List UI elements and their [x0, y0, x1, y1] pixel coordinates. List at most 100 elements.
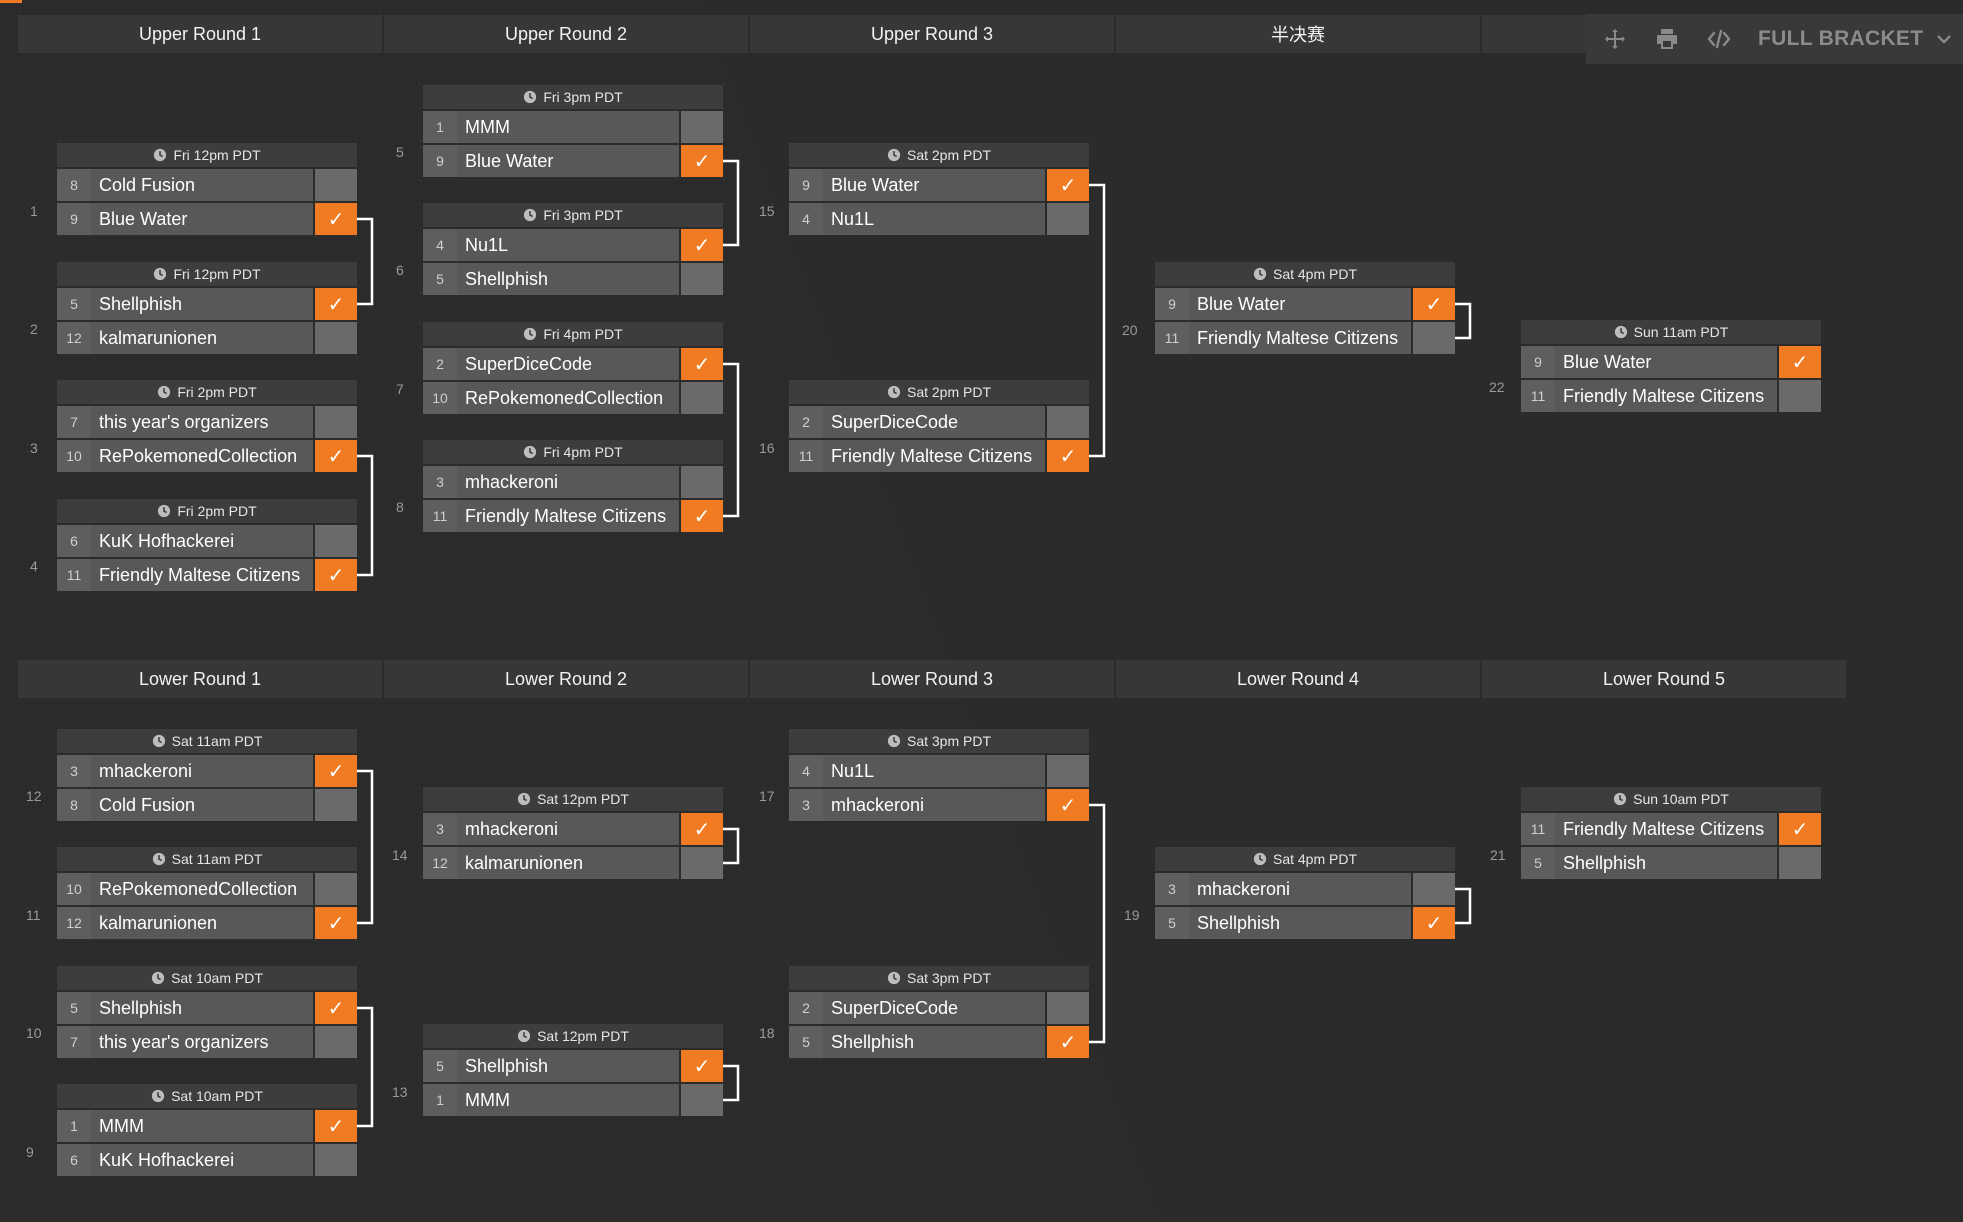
match-time-label: Sat 3pm PDT — [906, 733, 992, 749]
match-time-label: Sat 10am PDT — [171, 970, 263, 986]
team-name: RePokemonedCollection — [91, 440, 313, 472]
move-icon[interactable] — [1602, 26, 1628, 52]
clock-icon — [152, 734, 165, 748]
match-time-label: Fri 3pm PDT — [543, 207, 623, 223]
team-name: mhackeroni — [91, 755, 313, 787]
team-name: RePokemonedCollection — [91, 873, 313, 905]
team-seed: 11 — [423, 500, 457, 532]
winner-check-icon: ✓ — [681, 348, 723, 380]
clock-icon — [1253, 267, 1267, 281]
match-time-label: Sat 12pm PDT — [537, 1028, 629, 1044]
match-number: 9 — [26, 1144, 34, 1160]
match-time: Sat 12pm PDT — [423, 787, 723, 813]
match-time-label: Sat 11am PDT — [171, 851, 263, 867]
team-seed: 9 — [1155, 288, 1189, 320]
header-lower-round-1: Lower Round 1 — [18, 660, 382, 698]
match-time-label: Sat 2pm PDT — [906, 384, 992, 400]
match-number: 16 — [759, 440, 775, 456]
team-name: KuK Hofhackerei — [91, 1144, 313, 1176]
team-name: Shellphish — [91, 288, 313, 320]
match-number: 13 — [392, 1084, 408, 1100]
bracket-view-select[interactable]: FULL BRACKET — [1758, 27, 1953, 51]
match-number: 3 — [30, 440, 38, 456]
winner-check-icon: ✓ — [1047, 1026, 1089, 1058]
match-time-label: Fri 4pm PDT — [543, 444, 623, 460]
score-box — [681, 263, 723, 295]
header-lower-round-4: Lower Round 4 — [1116, 660, 1480, 698]
score-box — [681, 111, 723, 143]
team-name: mhackeroni — [823, 789, 1045, 821]
code-icon[interactable] — [1706, 26, 1732, 52]
clock-icon — [1614, 792, 1627, 806]
match-time-label: Fri 2pm PDT — [177, 384, 257, 400]
print-icon[interactable] — [1654, 26, 1680, 52]
